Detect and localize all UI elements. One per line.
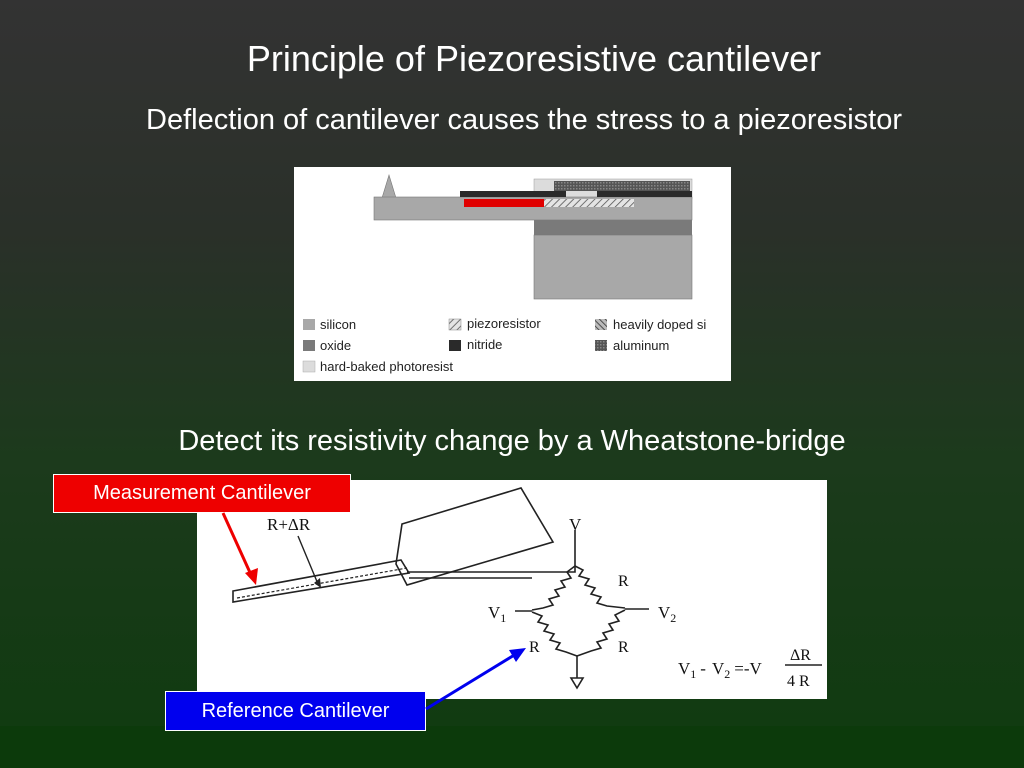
legend-swatch-nitride (449, 340, 461, 351)
label-v2: V2 (658, 603, 676, 625)
legend-piezoresistor: piezoresistor (467, 316, 541, 331)
legend-swatch-aluminum (595, 340, 607, 351)
oxide-layer (534, 220, 692, 235)
piezoresistor-hatched (544, 199, 634, 207)
resistor-bottom-right (576, 609, 626, 657)
bridge-caption: Detect its resistivity change by a Wheat… (178, 425, 846, 457)
label-v1: V1 (488, 603, 506, 625)
label-r-delta: R+ΔR (267, 515, 311, 534)
chip-body (395, 487, 555, 586)
cross-section-diagram: silicon oxide hard-baked photoresist pie… (302, 173, 706, 374)
label-r-top-right: R (618, 573, 629, 590)
silicon-substrate (533, 234, 693, 300)
formula-denominator: 4 R (787, 673, 810, 690)
reference-cantilever-label: Reference Cantilever (165, 691, 426, 731)
resistor-top-left (531, 565, 576, 611)
delta-r-pointer (297, 535, 319, 585)
measurement-cantilever-shape (232, 559, 411, 603)
legend-oxide: oxide (320, 338, 351, 353)
legend-nitride: nitride (467, 337, 502, 352)
legend-heavily-doped: heavily doped si (613, 317, 706, 332)
legend-swatch-oxide (303, 340, 315, 351)
formula-numerator: ΔR (790, 647, 811, 664)
legend-swatch-piezoresistor (448, 318, 462, 331)
resistor-bottom-left (531, 611, 578, 657)
probe-tip (381, 173, 397, 199)
legend-aluminum: aluminum (613, 338, 669, 353)
cantilever-resistor-trace (236, 567, 408, 599)
resistor-top-right (574, 565, 626, 609)
legend-swatch-silicon (303, 319, 315, 330)
nitride-right (597, 191, 692, 197)
legend-swatch-heavily-doped (595, 319, 607, 330)
slide-title: Principle of Piezoresistive cantilever (246, 38, 822, 79)
formula-lhs: V1-V2=-V (678, 659, 762, 681)
legend: silicon oxide hard-baked photoresist pie… (302, 316, 706, 374)
piezoresistor-red (464, 199, 544, 207)
legend-photoresist: hard-baked photoresist (320, 359, 453, 374)
ground-symbol (569, 677, 585, 690)
cross-section-figure: silicon oxide hard-baked photoresist pie… (294, 167, 731, 381)
label-supply-v: V (569, 515, 582, 534)
label-r-bottom-right: R (618, 639, 629, 656)
slide-subtitle: Deflection of cantilever causes the stre… (146, 104, 902, 136)
legend-swatch-photoresist (302, 360, 316, 373)
label-r-bottom-left: R (529, 639, 540, 656)
lead-top (407, 544, 576, 573)
delta-r-pointer-head (314, 578, 321, 588)
legend-silicon: silicon (320, 317, 356, 332)
wheatstone-diagram: R+ΔR V R R R V1 V2 V1-V2=-V ΔR 4 R (232, 487, 822, 690)
nitride-left (460, 191, 566, 197)
aluminum-layer (554, 181, 690, 191)
footer-band (0, 726, 1024, 768)
measurement-cantilever-label: Measurement Cantilever (53, 474, 351, 513)
